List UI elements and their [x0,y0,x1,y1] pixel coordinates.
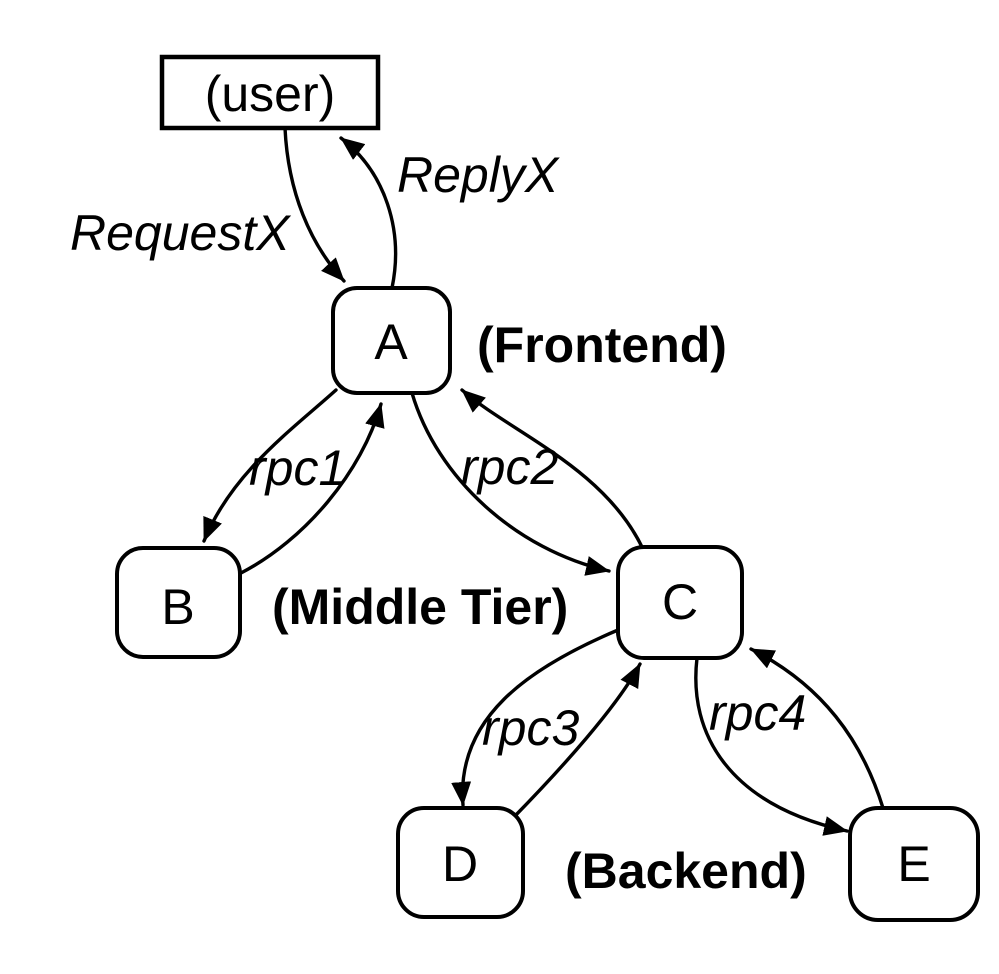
edges [202,126,885,836]
tier-labels: (Frontend) (Middle Tier) (Backend) [272,317,807,899]
nodes: (user) A B C D E [115,54,980,922]
node-a-label: A [374,314,408,370]
edge-d-to-c-rpc3-return [511,662,642,820]
edge-label-rpc2: rpc2 [461,439,558,495]
edge-label-replyx: ReplyX [397,147,560,203]
edge-a-to-b-rpc1-call [202,388,338,543]
edge-user-to-a-requestx [283,126,346,283]
node-a-box [331,286,452,395]
node-b-box [115,546,242,659]
node-c-label: C [662,574,698,630]
edge-label-requestx: RequestX [70,205,291,261]
node-d-label: D [442,836,478,892]
node-user-box [159,54,381,131]
edge-e-to-c-rpc4-return [749,647,885,810]
node-e-box [848,806,980,922]
tier-label-frontend: (Frontend) [477,317,727,373]
edge-labels: RequestX ReplyX rpc1 rpc2 rpc3 rpc4 [70,147,806,756]
edge-c-to-d-rpc3-call [451,628,620,807]
tier-label-backend: (Backend) [565,843,807,899]
node-d-box [396,806,525,919]
edge-label-rpc4: rpc4 [709,685,806,741]
node-c-box [616,545,744,660]
edge-a-to-user-replyx [339,136,398,290]
edge-c-to-a-rpc2-return [460,388,644,549]
edge-label-rpc1: rpc1 [249,440,346,496]
node-b-label: B [161,579,194,635]
edge-b-to-a-rpc1-return [239,402,385,575]
edge-a-to-c-rpc2-call [410,391,611,576]
node-user-label: (user) [205,66,336,122]
node-e-label: E [897,836,930,892]
edge-label-rpc3: rpc3 [482,700,579,756]
tier-label-middle-tier: (Middle Tier) [272,579,568,635]
edge-c-to-e-rpc4-call [694,656,849,836]
